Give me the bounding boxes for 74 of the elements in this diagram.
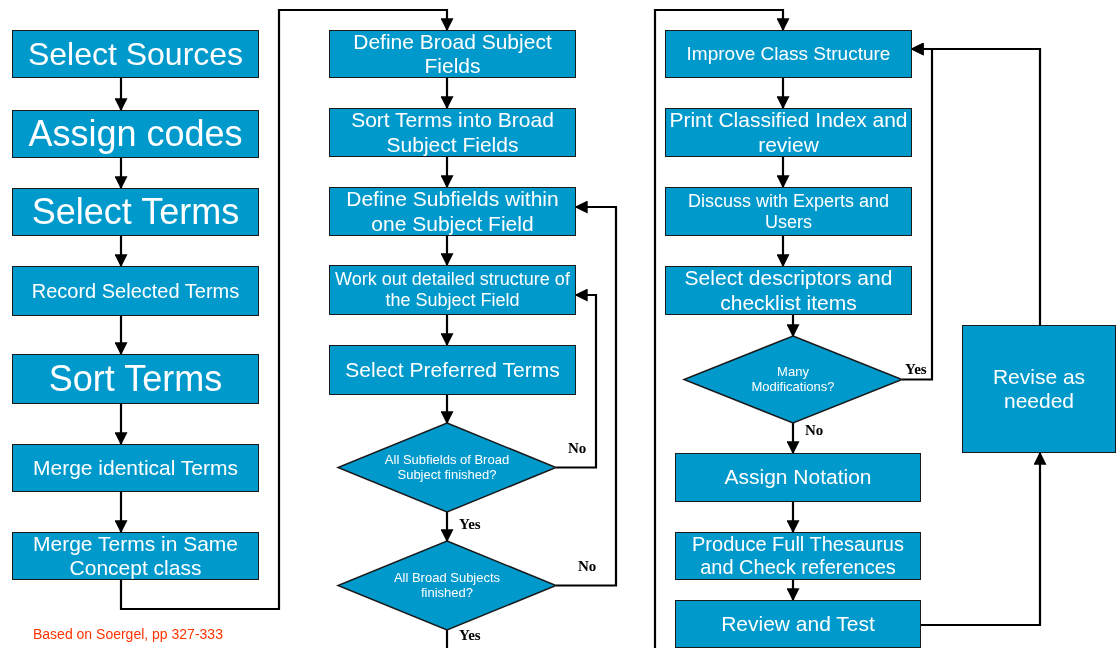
arrow xyxy=(114,492,128,534)
edge-label: Yes xyxy=(458,517,482,532)
process-box xyxy=(675,532,921,580)
arrow xyxy=(921,451,1047,627)
arrow xyxy=(776,78,790,110)
arrow xyxy=(556,200,618,587)
source-note: Based on Soergel, pp 327-333 xyxy=(33,626,223,642)
step-text: Print Classified Index and review xyxy=(669,108,908,157)
process-box xyxy=(12,110,259,158)
process-box xyxy=(12,30,259,78)
edge-label: No xyxy=(804,423,825,438)
arrow xyxy=(440,236,454,267)
process-box xyxy=(962,325,1116,453)
arrow xyxy=(114,78,128,112)
step-text: Assign codes xyxy=(28,113,243,155)
arrow xyxy=(440,78,454,110)
process-box xyxy=(12,188,259,236)
step-text: Assign Notation xyxy=(724,465,872,490)
decision-text: All Broad Subjects finished? xyxy=(392,570,502,601)
arrow xyxy=(114,404,128,446)
step-text: Merge identical Terms xyxy=(33,455,238,481)
step-text: Record Selected Terms xyxy=(31,279,240,303)
edge-label: No xyxy=(577,559,598,574)
step-text: Select Preferred Terms xyxy=(345,357,560,383)
process-box xyxy=(675,453,921,502)
process-box xyxy=(12,266,259,316)
arrow xyxy=(440,512,454,543)
arrow xyxy=(440,315,454,347)
process-box xyxy=(12,354,259,404)
arrow xyxy=(776,236,790,268)
process-box xyxy=(12,444,259,492)
arrow xyxy=(786,502,800,534)
arrow xyxy=(776,157,790,189)
decision-diamond xyxy=(684,336,902,423)
arrow xyxy=(440,157,454,189)
process-box xyxy=(329,30,576,78)
step-text: Select Terms xyxy=(31,191,240,233)
step-text: Review and Test xyxy=(721,611,875,637)
arrow xyxy=(114,236,128,268)
step-text: Define Broad Subject Fields xyxy=(352,29,553,79)
step-text: Improve Class Structure xyxy=(686,43,891,65)
process-box xyxy=(329,108,576,157)
arrow xyxy=(786,580,800,602)
arrow xyxy=(556,288,598,469)
process-box xyxy=(665,30,912,78)
arrow xyxy=(114,316,128,356)
step-text: Produce Full Thesaurus and Check references xyxy=(691,533,905,579)
arrow xyxy=(786,315,800,338)
edge-label: Yes xyxy=(904,362,928,377)
arrow xyxy=(786,423,800,455)
step-text: Merge Terms in Same Concept class xyxy=(32,531,239,581)
arrow xyxy=(119,8,454,611)
arrow xyxy=(114,158,128,190)
step-text: Revise as needed xyxy=(991,364,1087,414)
arrow xyxy=(653,8,790,648)
decision-text: All Subfields of Broad Subject finished? xyxy=(383,452,511,483)
process-box xyxy=(12,532,259,580)
step-text: Define Subfields within one Subject Field xyxy=(345,187,560,236)
step-text: Discuss with Experts and Users xyxy=(686,190,891,233)
decision-diamond xyxy=(338,423,556,512)
decision-diamond xyxy=(338,541,556,630)
process-box xyxy=(665,187,912,236)
step-text: Sort Terms into Broad Subject Fields xyxy=(350,108,555,157)
edge-label: No xyxy=(567,441,588,456)
arrow xyxy=(440,395,454,425)
step-text: Select descriptors and checklist items xyxy=(683,266,894,315)
step-text: Work out detailed structure of the Subject Field xyxy=(334,269,571,311)
process-box xyxy=(675,600,921,648)
decision-text: Many Modifications? xyxy=(750,364,836,395)
edge-label: Yes xyxy=(458,628,482,643)
process-box xyxy=(329,345,576,395)
arrow xyxy=(910,42,1042,325)
step-text: Sort Terms xyxy=(48,358,223,400)
step-text: Select Sources xyxy=(27,35,244,73)
